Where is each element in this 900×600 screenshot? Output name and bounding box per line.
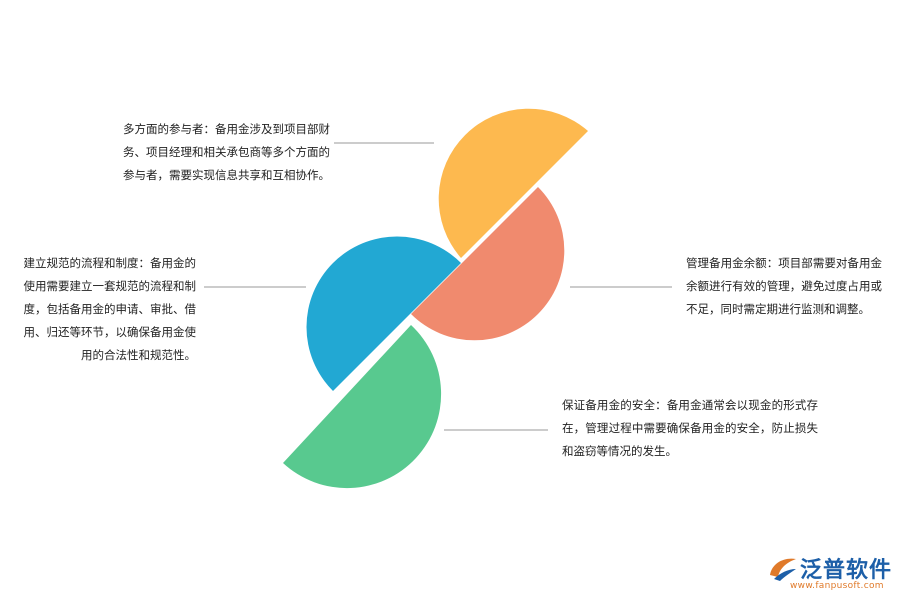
segment-salmon [411, 187, 565, 341]
callout-participants: 多方面的参与者：备用金涉及到项目部财务、项目经理和相关承包商等多个方面的参与者，… [123, 122, 330, 182]
logo-mark-icon [770, 558, 796, 581]
logo-url: www.fanpusoft.com [790, 581, 884, 591]
callout-security: 保证备用金的安全：备用金通常会以现金的形式存在，管理过程中需要确保备用金的安全，… [562, 398, 818, 458]
segment-blue [306, 236, 461, 391]
callout-process: 建立规范的流程和制度：备用金的使用需要建立一套规范的流程和制度，包括备用金的申请… [23, 256, 197, 362]
brand-logo: 泛普软件 www.fanpusoft.com [766, 551, 892, 595]
segment-green [283, 325, 442, 489]
callout-balance: 管理备用金余额：项目部需要对备用金余额进行有效的管理，避免过度占用或不足，同时需… [686, 256, 882, 316]
logo-name: 泛普软件 [800, 558, 893, 583]
segment-yellow [438, 108, 588, 258]
